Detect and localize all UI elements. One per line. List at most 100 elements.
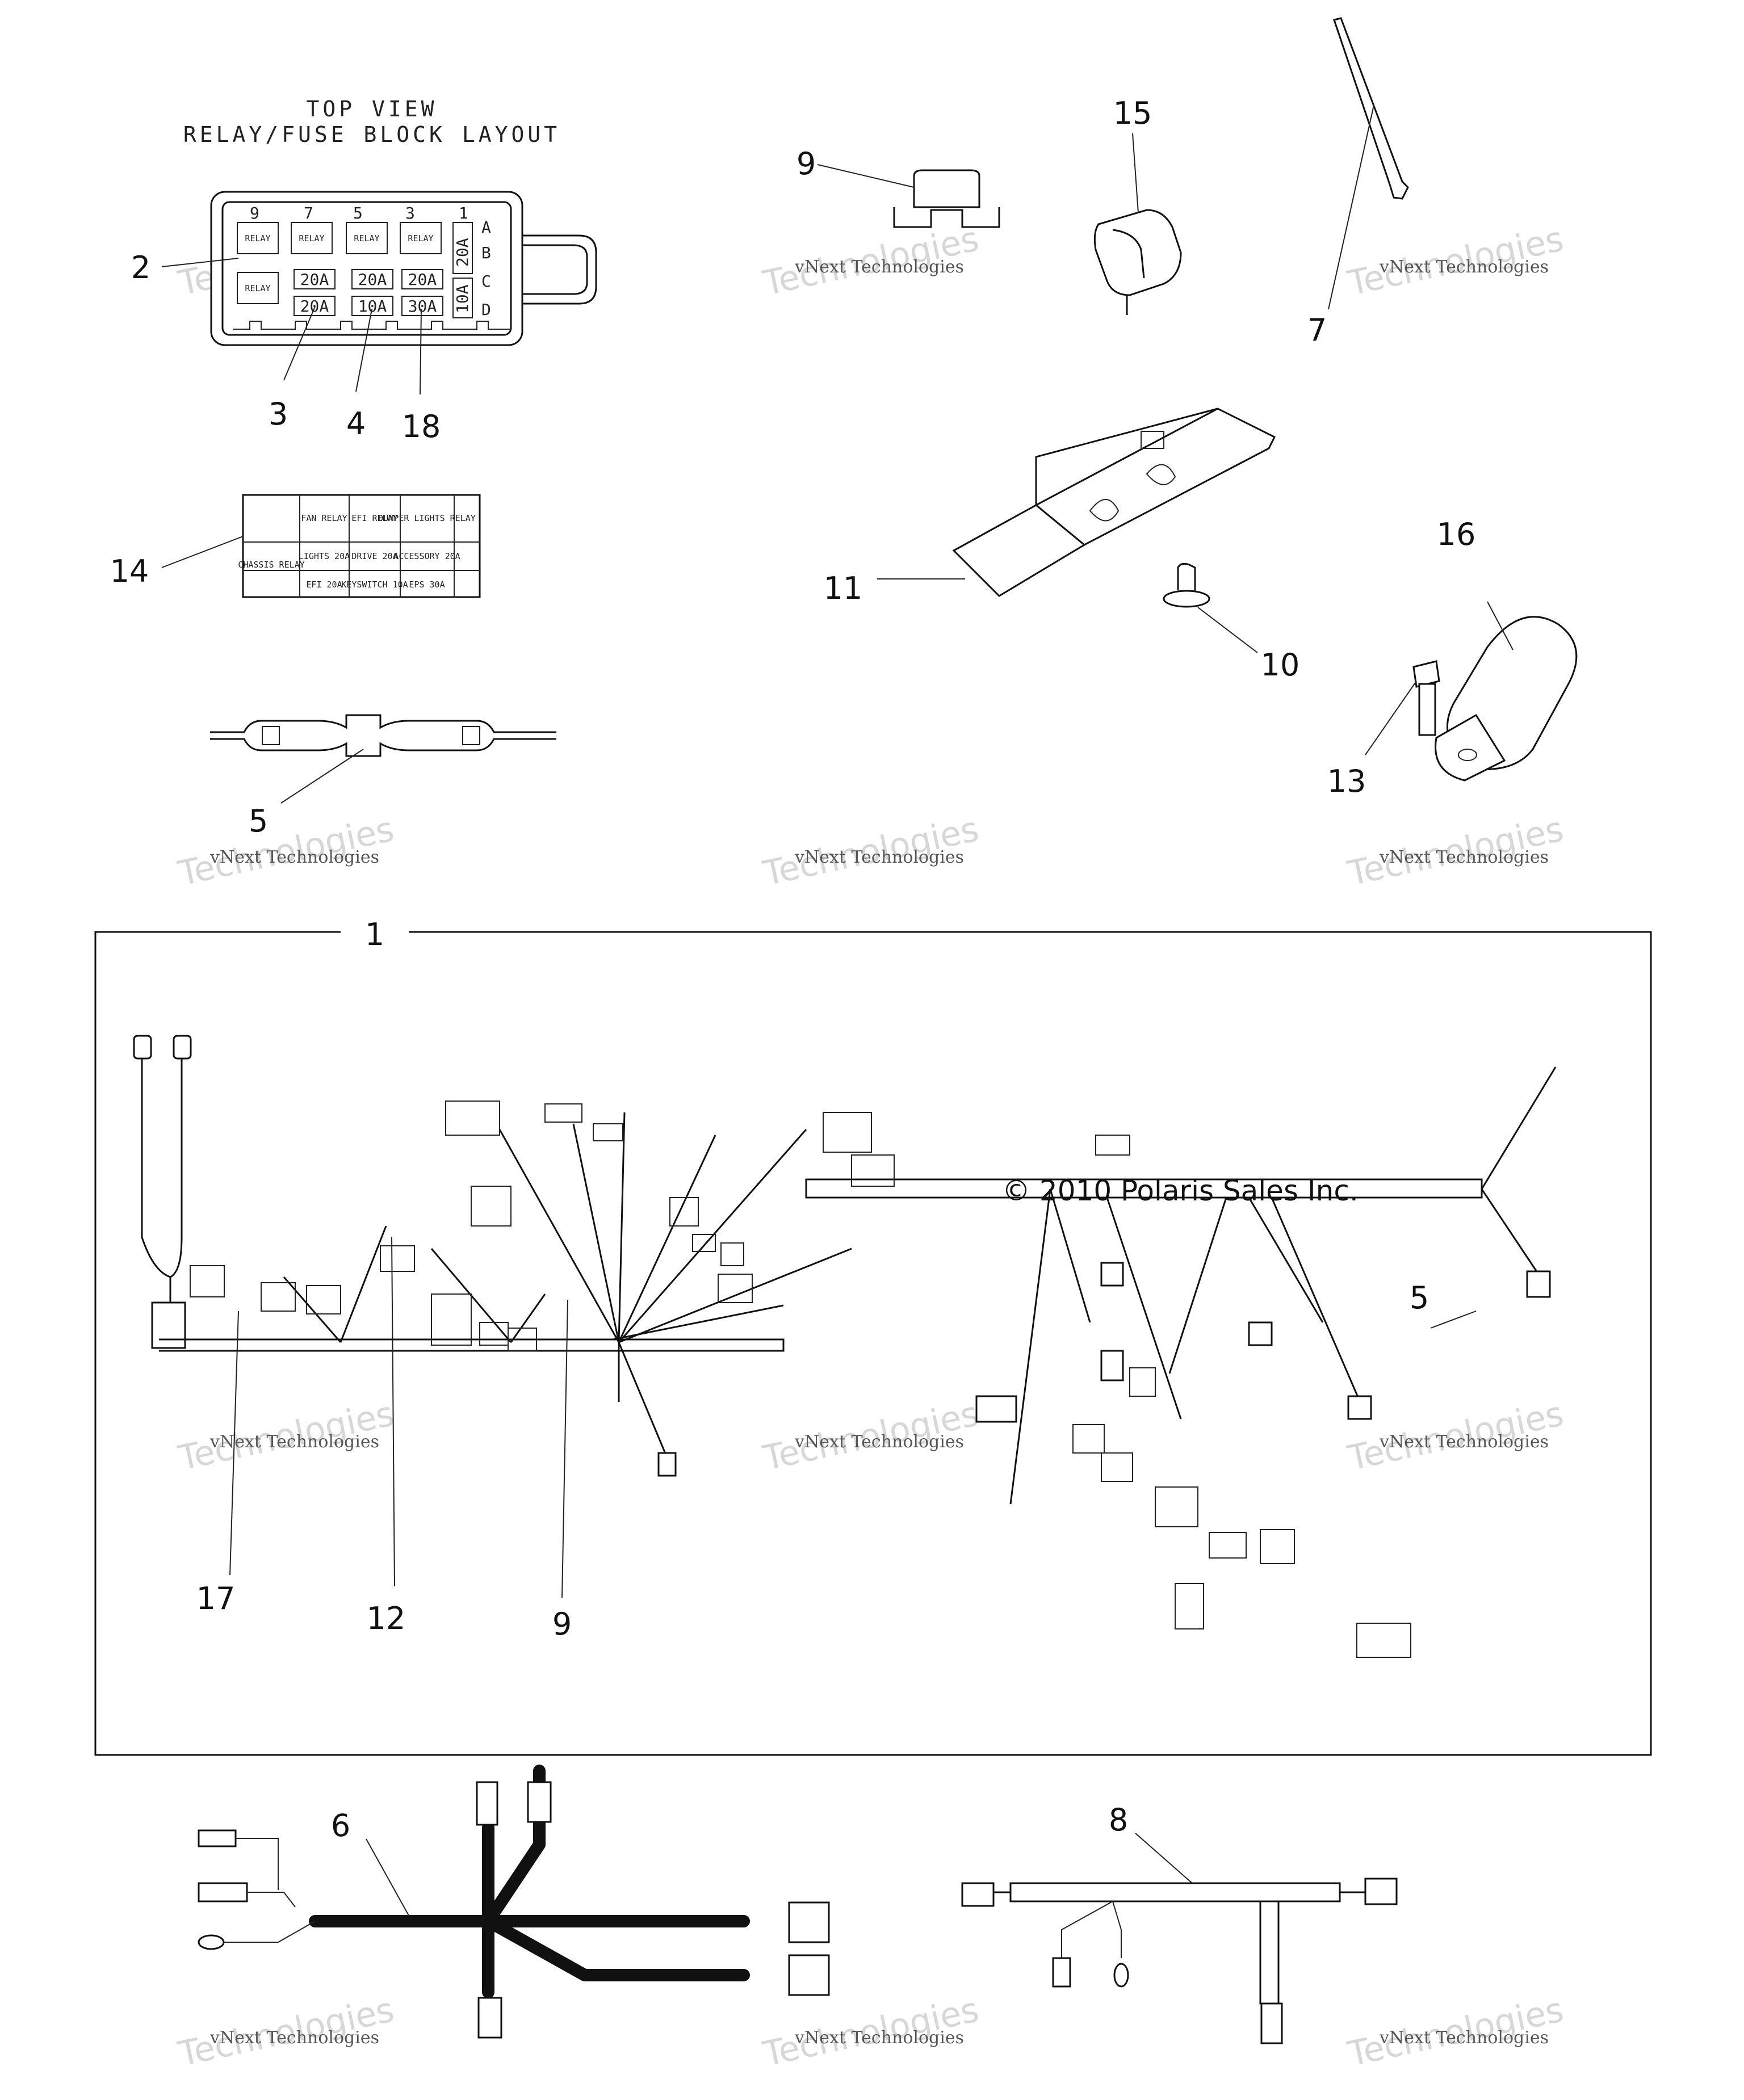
watermark: Technologies vNext Technologies [760,219,983,304]
relay-slot: RELAY [237,272,279,304]
fuse-label-decal[interactable]: FAN RELAY EFI RELAY DUMPER LIGHTS RELAY … [161,494,481,598]
callout-5: 5 [249,803,268,839]
svg-text:vNext Technologies: vNext Technologies [794,2028,964,2048]
wiring-data-tables [190,1101,1411,1658]
row-letter: D [481,300,491,319]
watermark: Technologies vNext Technologies [1344,219,1567,304]
svg-text:20A: 20A [300,297,329,316]
svg-text:CHASSIS RELAY: CHASSIS RELAY [238,560,304,570]
fuse-clip[interactable] [817,164,1000,228]
svg-text:20A: 20A [358,270,387,289]
svg-text:vNext Technologies: vNext Technologies [209,1432,379,1452]
callout-10: 10 [1261,647,1300,683]
svg-text:EFI RELAY: EFI RELAY [351,513,397,523]
harness-connector-clip[interactable] [1093,133,1182,315]
p-clamp[interactable] [1435,601,1578,782]
svg-text:vNext Technologies: vNext Technologies [1379,1432,1549,1452]
fuse-slot: 20A [294,269,336,289]
svg-text:20A: 20A [453,238,472,267]
callout-6: 6 [331,1808,350,1843]
callout-11: 11 [824,570,863,606]
svg-text:vNext Technologies: vNext Technologies [209,847,379,867]
svg-text:RELAY: RELAY [245,283,270,293]
watermark: Technologies vNext Technologies [760,1990,983,2074]
fuse-slot: 20A [294,296,336,316]
svg-text:vNext Technologies: vNext Technologies [1379,257,1549,277]
svg-text:DUMPER LIGHTS RELAY: DUMPER LIGHTS RELAY [378,513,476,523]
side-fuse: 10A [452,278,473,318]
relay-slot: RELAY [291,222,333,254]
svg-text:DRIVE 20A: DRIVE 20A [351,551,397,561]
svg-text:vNext Technologies: vNext Technologies [794,257,964,277]
watermark: Technologies vNext Technologies [175,1394,398,1479]
svg-text:vNext Technologies: vNext Technologies [794,1432,964,1452]
callout-15: 15 [1113,95,1152,131]
fuse-block-header: TOP VIEW RELAY/FUSE BLOCK LAYOUT [183,96,560,147]
svg-text:RELAY: RELAY [299,233,324,243]
svg-text:20A: 20A [408,270,437,289]
relay-fuse-block[interactable]: 9 7 5 3 1 RELAY RELAY RELAY RELAY RELAY … [161,191,597,395]
callout-2: 2 [131,250,150,285]
watermark: Technologies vNext Technologies [760,809,983,894]
sub-harness-6[interactable] [198,1765,830,2039]
svg-text:LIGHTS 20A: LIGHTS 20A [299,551,350,561]
mounting-bracket[interactable] [877,408,1276,597]
relay-slot: RELAY [400,222,442,254]
header-line-2: RELAY/FUSE BLOCK LAYOUT [183,122,560,147]
push-pin[interactable] [1163,562,1258,653]
svg-text:vNext Technologies: vNext Technologies [209,2028,379,2048]
fuse-slot: 30A [401,296,443,316]
svg-text:KEYSWITCH 10A: KEYSWITCH 10A [341,579,408,590]
main-wire-harness[interactable] [133,1035,1557,1505]
callout-numbers: 2 3 4 18 14 5 9 15 7 11 10 16 13 5 17 12… [110,95,1476,1843]
fuse-slot: 10A [351,296,393,316]
row-letter: A [481,218,491,237]
fuse-slot: 20A [351,269,393,289]
main-harness-box[interactable]: 1 [94,917,1652,1756]
sub-harness-8[interactable] [961,1833,1398,2044]
header-line-1: TOP VIEW [306,96,437,121]
callout-18: 18 [402,409,441,444]
svg-text:RELAY: RELAY [408,233,433,243]
callout-14: 14 [110,553,149,589]
watermark: Technologies vNext Technologies [1344,809,1567,894]
callout-17: 17 [196,1581,236,1616]
svg-text:10A: 10A [453,284,472,313]
flange-bolt[interactable] [1365,660,1440,755]
callout-5: 5 [1410,1280,1429,1316]
watermark: Technologies vNext Technologies [760,1394,983,1479]
svg-text:10A: 10A [358,297,387,316]
fuse-slot: 20A [401,269,443,289]
watermark: Technologies vNext Technologies [175,809,398,894]
callout-3: 3 [269,396,288,432]
callout-16: 16 [1437,516,1476,552]
callout-12: 12 [367,1601,406,1636]
relay-slot: RELAY [237,222,279,254]
callout-7: 7 [1307,312,1327,348]
callout-8: 8 [1109,1802,1128,1838]
row-letter: B [481,243,491,262]
callout-1: 1 [365,917,384,952]
svg-text:EFI 20A: EFI 20A [306,579,342,590]
svg-text:RELAY: RELAY [245,233,270,243]
svg-text:30A: 30A [408,297,437,316]
svg-text:20A: 20A [300,270,329,289]
svg-text:RELAY: RELAY [354,233,379,243]
svg-text:ACCESSORY 20A: ACCESSORY 20A [393,551,460,561]
row-letter: C [481,272,491,291]
cable-tie[interactable] [1328,17,1409,310]
side-fuse: 20A [452,222,473,274]
callout-9: 9 [552,1606,572,1642]
inline-fuse-holder[interactable] [210,714,556,804]
svg-text:FAN RELAY: FAN RELAY [301,513,347,523]
callout-9: 9 [796,146,816,182]
watermark: Technologies vNext Technologies [1344,1990,1567,2074]
watermark: Technologies vNext Technologies [175,1990,398,2074]
svg-text:EPS 30A: EPS 30A [409,579,445,590]
position-9: 9 [250,204,259,222]
svg-text:vNext Technologies: vNext Technologies [1379,2028,1549,2048]
svg-text:vNext Technologies: vNext Technologies [794,847,964,867]
position-5: 5 [353,204,363,222]
